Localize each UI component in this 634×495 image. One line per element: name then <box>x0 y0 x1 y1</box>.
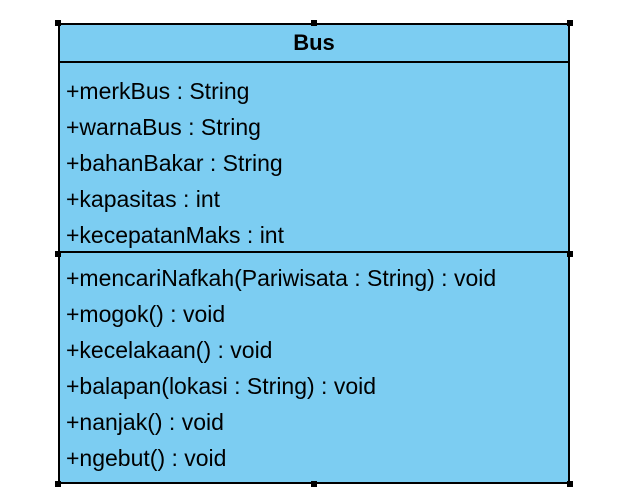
methods-compartment: +mencariNafkah(Pariwisata : String) : vo… <box>60 253 568 476</box>
class-name: Bus <box>60 25 568 63</box>
uml-class-box[interactable]: Bus +merkBus : String +warnaBus : String… <box>58 23 570 484</box>
method-row: +ngebut() : void <box>66 445 227 471</box>
attribute-row: +kecepatanMaks : int <box>66 222 284 248</box>
attribute-row: +warnaBus : String <box>66 114 261 140</box>
method-row: +mencariNafkah(Pariwisata : String) : vo… <box>66 265 497 291</box>
attributes-compartment: +merkBus : String +warnaBus : String +ba… <box>60 63 568 253</box>
resize-handle-top-right[interactable] <box>567 20 573 26</box>
attribute-row: +bahanBakar : String <box>66 150 283 176</box>
resize-handle-bottom-right[interactable] <box>567 481 573 487</box>
method-row: +nanjak() : void <box>66 409 224 435</box>
attribute-row: +kapasitas : int <box>66 186 221 212</box>
resize-handle-middle-right[interactable] <box>567 251 573 257</box>
resize-handle-middle-left[interactable] <box>55 251 61 257</box>
attribute-row: +merkBus : String <box>66 78 250 104</box>
resize-handle-top-left[interactable] <box>55 20 61 26</box>
resize-handle-top-center[interactable] <box>311 20 317 26</box>
method-row: +balapan(lokasi : String) : void <box>66 373 377 399</box>
resize-handle-bottom-center[interactable] <box>311 481 317 487</box>
resize-handle-bottom-left[interactable] <box>55 481 61 487</box>
method-row: +kecelakaan() : void <box>66 337 273 363</box>
method-row: +mogok() : void <box>66 301 226 327</box>
